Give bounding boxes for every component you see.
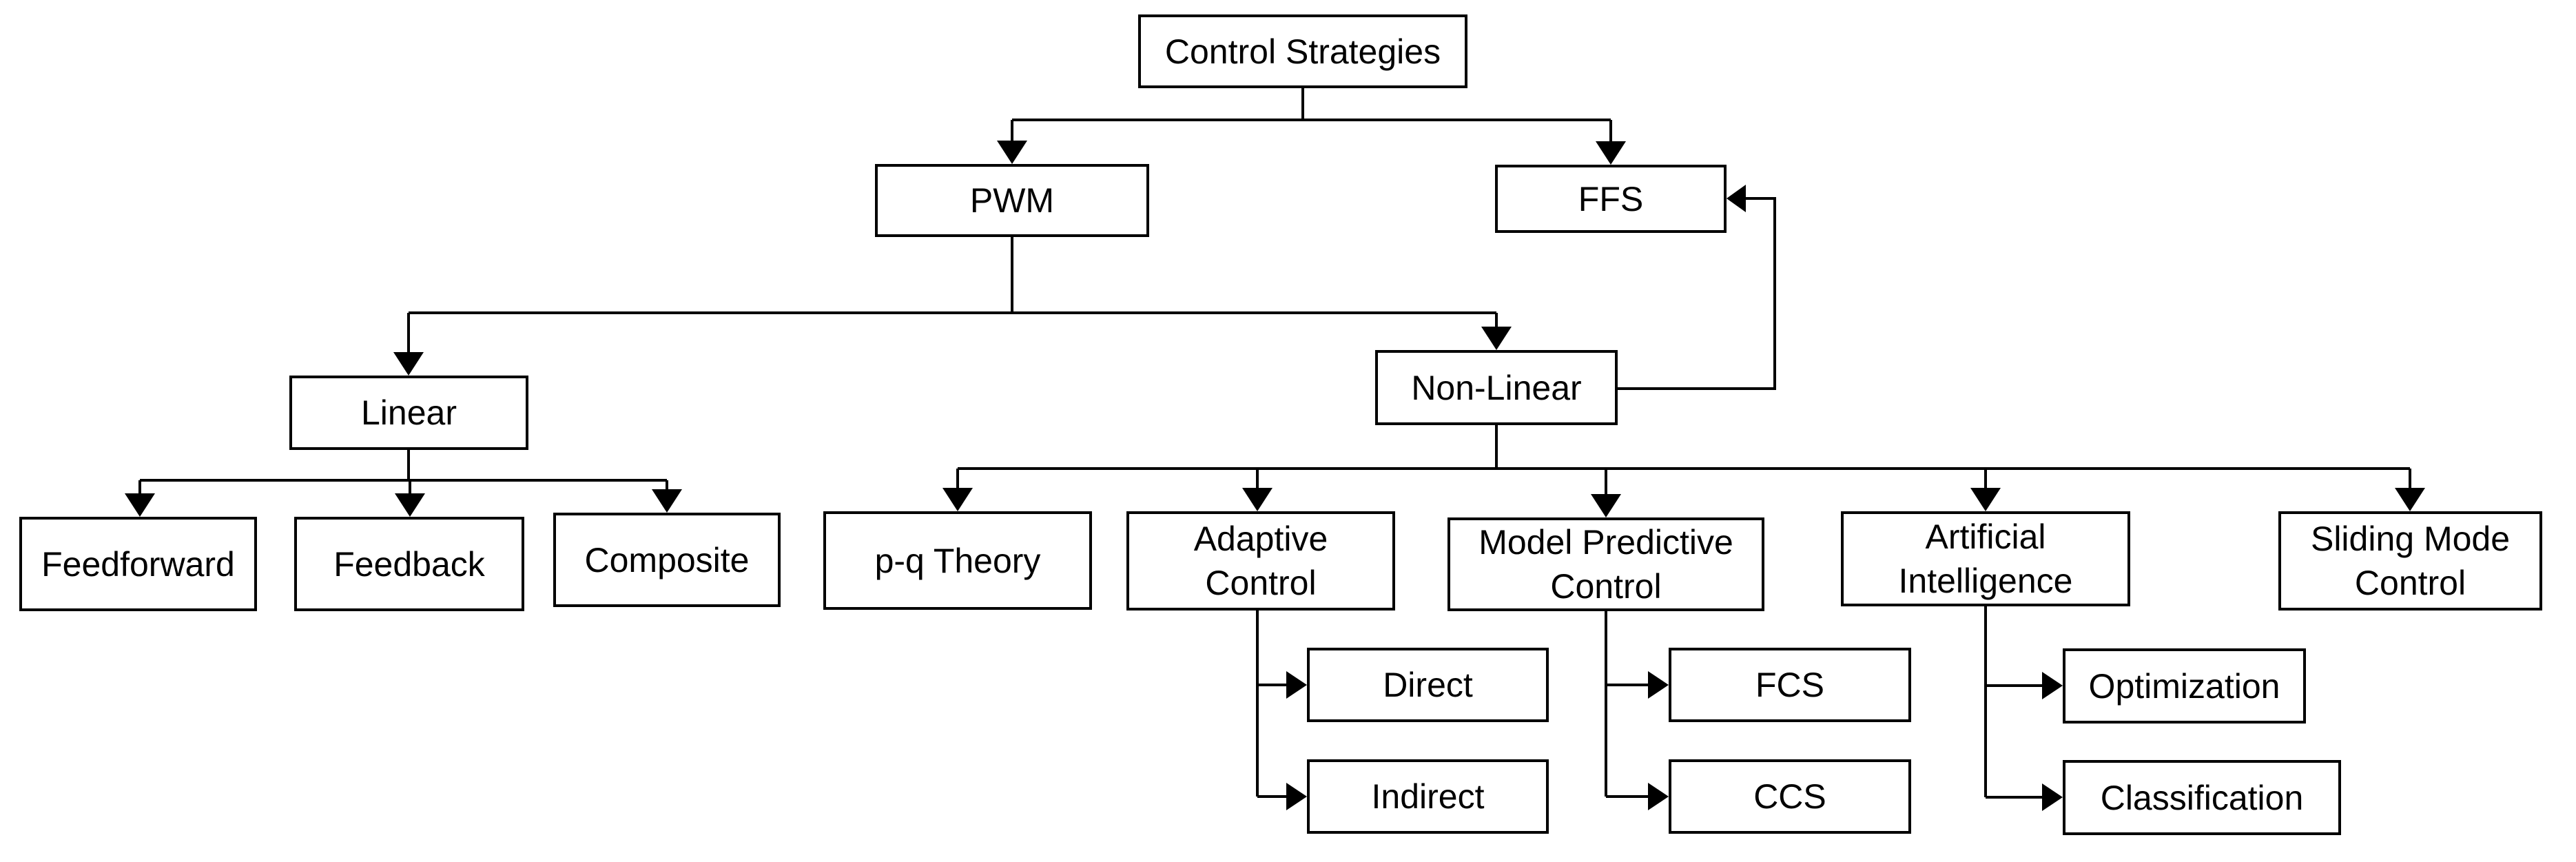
edge-nonlinear-to-ffs [1618, 185, 1776, 390]
edge-mpc-to-fcs-ccs [1605, 611, 1669, 810]
arrowhead-down-linear [393, 352, 424, 376]
node-sliding-mode-control: Sliding Mode Control [2278, 511, 2542, 610]
node-feedback: Feedback [294, 517, 524, 611]
arrowhead-right-indirect [1286, 783, 1307, 810]
arrowhead-right-classification [2042, 783, 2063, 811]
node-model-predictive-control: Model Predictive Control [1447, 517, 1764, 611]
arrowhead-down-ffs [1596, 141, 1626, 165]
arrowhead-right-optimization [2042, 672, 2063, 699]
arrowhead-right-ccs [1648, 783, 1669, 810]
arrowhead-left-ffs [1727, 185, 1746, 212]
node-control-strategies: Control Strategies [1138, 14, 1467, 88]
arrowhead-down-ai [1970, 488, 2001, 511]
arrowhead-down-nonlinear [1481, 327, 1512, 350]
node-composite: Composite [553, 513, 781, 607]
arrowhead-down-pwm [997, 141, 1027, 164]
arrowhead-down-composite [652, 489, 682, 513]
node-classification: Classification [2063, 760, 2341, 835]
node-fcs: FCS [1669, 648, 1911, 722]
node-direct: Direct [1307, 648, 1549, 722]
edge-control-strategies-to-pwm-ffs [997, 88, 1626, 165]
arrowhead-down-adaptive [1242, 488, 1272, 511]
node-pwm: PWM [875, 164, 1149, 237]
node-adaptive-control: Adaptive Control [1126, 511, 1395, 610]
node-linear: Linear [289, 376, 528, 450]
arrowhead-down-pq-theory [942, 488, 973, 511]
edge-linear-to-children [125, 450, 682, 517]
arrowhead-down-feedback [395, 493, 425, 517]
edge-ai-to-optimization-classification [1984, 606, 2063, 811]
edge-adaptive-to-direct-indirect [1256, 610, 1307, 810]
edge-pwm-to-linear-nonlinear [393, 237, 1512, 376]
arrowhead-down-smc [2395, 488, 2425, 511]
node-non-linear: Non-Linear [1375, 350, 1618, 425]
arrowhead-down-mpc [1591, 494, 1621, 517]
arrowhead-right-direct [1286, 671, 1307, 699]
node-ffs: FFS [1495, 165, 1727, 233]
node-ccs: CCS [1669, 759, 1911, 834]
arrowhead-down-feedforward [125, 493, 155, 517]
arrowhead-right-fcs [1648, 671, 1669, 699]
node-feedforward: Feedforward [19, 517, 257, 611]
node-artificial-intelligence: Artificial Intelligence [1841, 511, 2130, 606]
node-pq-theory: p-q Theory [823, 511, 1092, 610]
edge-nonlinear-to-children [942, 425, 2425, 517]
node-optimization: Optimization [2063, 648, 2306, 724]
node-indirect: Indirect [1307, 759, 1549, 834]
